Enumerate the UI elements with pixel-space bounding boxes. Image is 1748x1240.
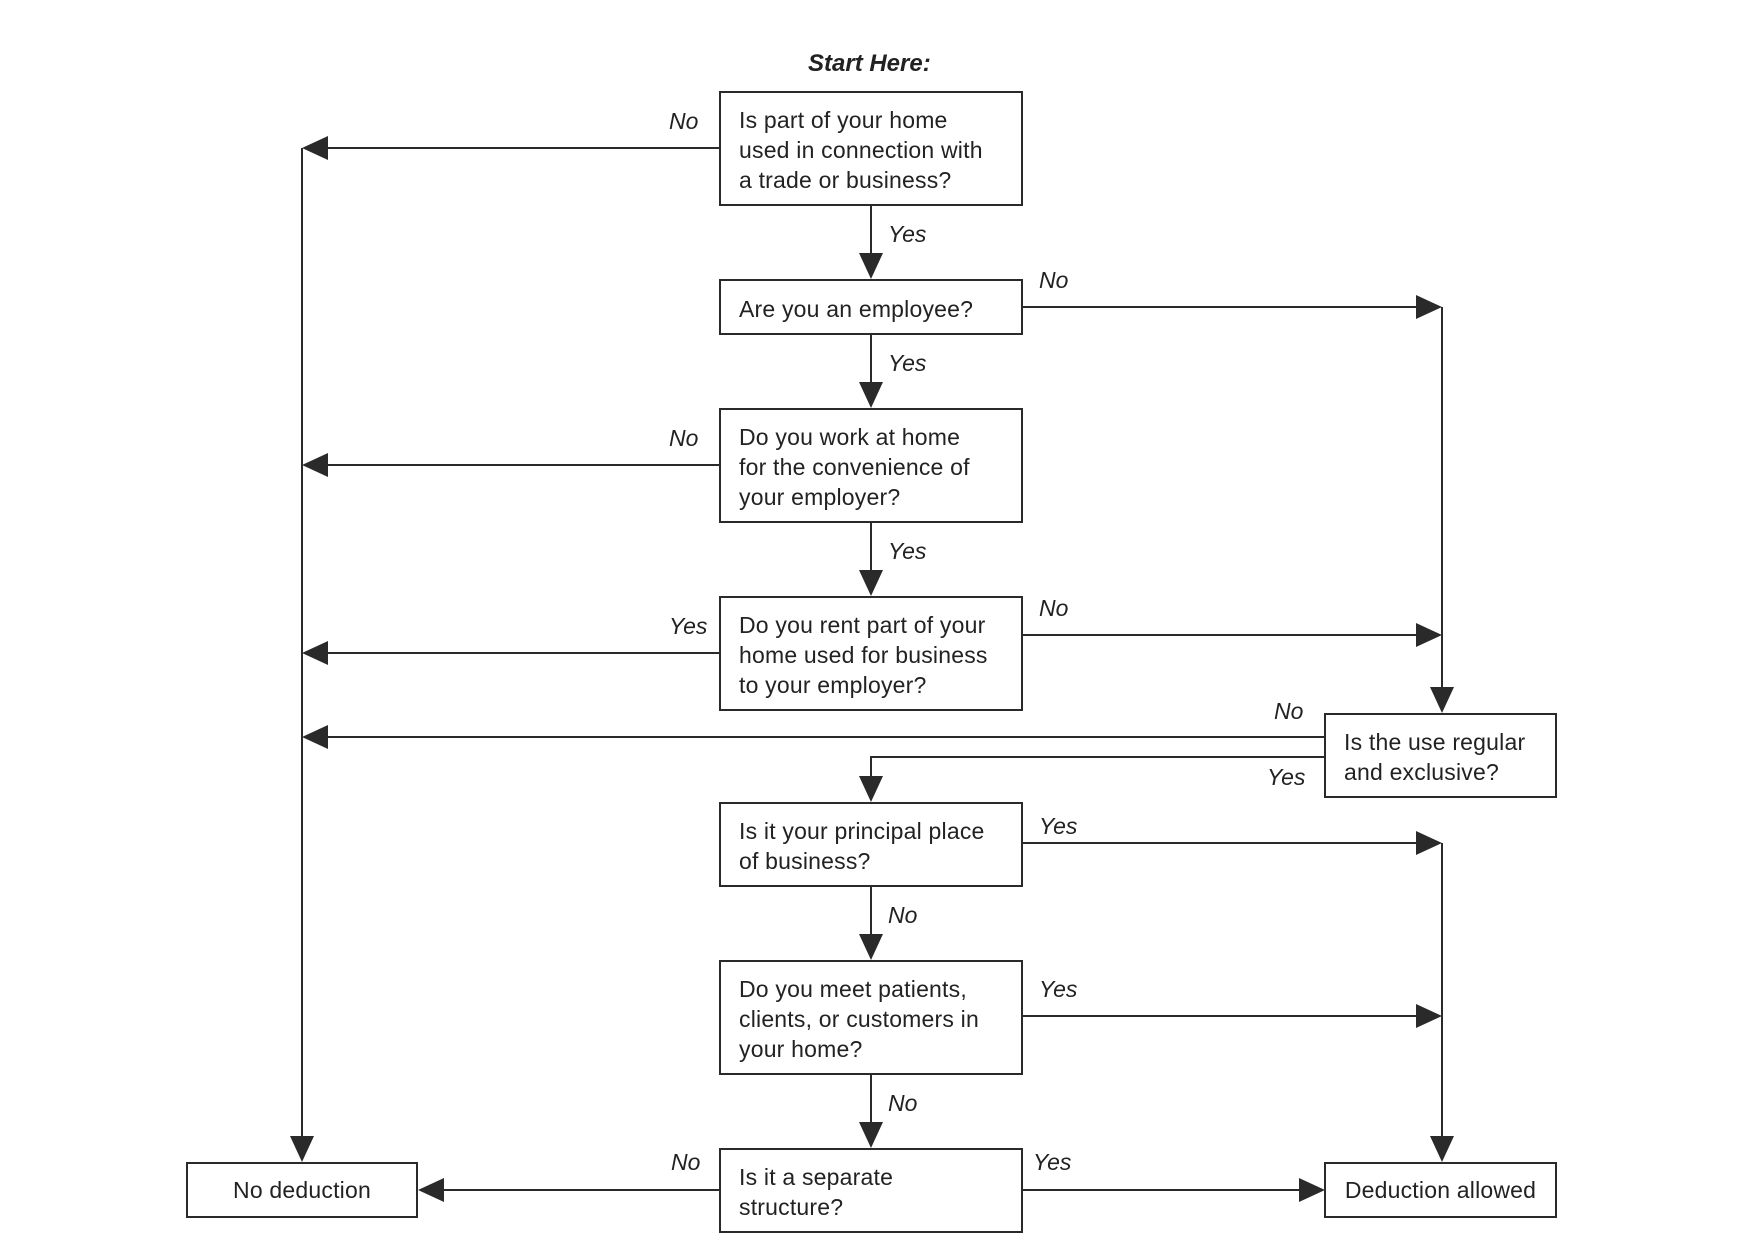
question-separate-structure: Is it a separate structure? [719, 1148, 1023, 1233]
arrowhead-down [1430, 687, 1454, 713]
arrowhead-down [859, 382, 883, 408]
edge-label-q6-no: No [888, 902, 918, 928]
edge-label-q4-yes: Yes [669, 613, 708, 639]
edge-label-q8-yes: Yes [1033, 1149, 1072, 1175]
arrowhead-right [1416, 623, 1442, 647]
edge-label-q5-no: No [1274, 698, 1304, 724]
arrowhead-left [302, 641, 328, 665]
arrowhead-left [302, 136, 328, 160]
edge-label-q3-no: No [669, 425, 699, 451]
start-here-label: Start Here: [808, 50, 931, 77]
outcome-no-deduction: No deduction [186, 1162, 418, 1218]
arrowhead-right [1416, 295, 1442, 319]
q5-yes-line [870, 756, 1324, 779]
arrowhead-down [1430, 1136, 1454, 1162]
arrowhead-right [1299, 1178, 1325, 1202]
edge-label-q7-yes: Yes [1039, 976, 1078, 1002]
arrowhead-down [859, 1122, 883, 1148]
edge-label-q2-yes: Yes [888, 350, 927, 376]
question-principal-place-of-business: Is it your principal place of business? [719, 802, 1023, 887]
arrowhead-left [302, 453, 328, 477]
outcome-deduction-allowed: Deduction allowed [1324, 1162, 1557, 1218]
edge-label-q6-yes: Yes [1039, 813, 1078, 839]
arrowhead-left [302, 725, 328, 749]
edge-label-q1-yes: Yes [888, 221, 927, 247]
question-are-you-employee: Are you an employee? [719, 279, 1023, 335]
edge-label-q4-no: No [1039, 595, 1069, 621]
question-home-used-for-business: Is part of your home used in connection … [719, 91, 1023, 206]
arrowhead-right [1416, 1004, 1442, 1028]
question-rent-to-employer: Do you rent part of your home used for b… [719, 596, 1023, 711]
edge-label-q3-yes: Yes [888, 538, 927, 564]
arrowhead-down [859, 253, 883, 279]
edge-label-q5-yes: Yes [1267, 764, 1306, 790]
edge-label-q7-no: No [888, 1090, 918, 1116]
question-convenience-of-employer: Do you work at home for the convenience … [719, 408, 1023, 523]
arrowhead-right [1416, 831, 1442, 855]
question-meet-clients-at-home: Do you meet patients, clients, or custom… [719, 960, 1023, 1075]
edge-label-q2-no: No [1039, 267, 1069, 293]
question-regular-and-exclusive: Is the use regular and exclusive? [1324, 713, 1557, 798]
edge-label-q8-no: No [671, 1149, 701, 1175]
edge-label-q1-no: No [669, 108, 699, 134]
arrowhead-down [859, 570, 883, 596]
arrowhead-down [290, 1136, 314, 1162]
arrowhead-down [859, 776, 883, 802]
arrowhead-down [859, 934, 883, 960]
arrowhead-left [418, 1178, 444, 1202]
